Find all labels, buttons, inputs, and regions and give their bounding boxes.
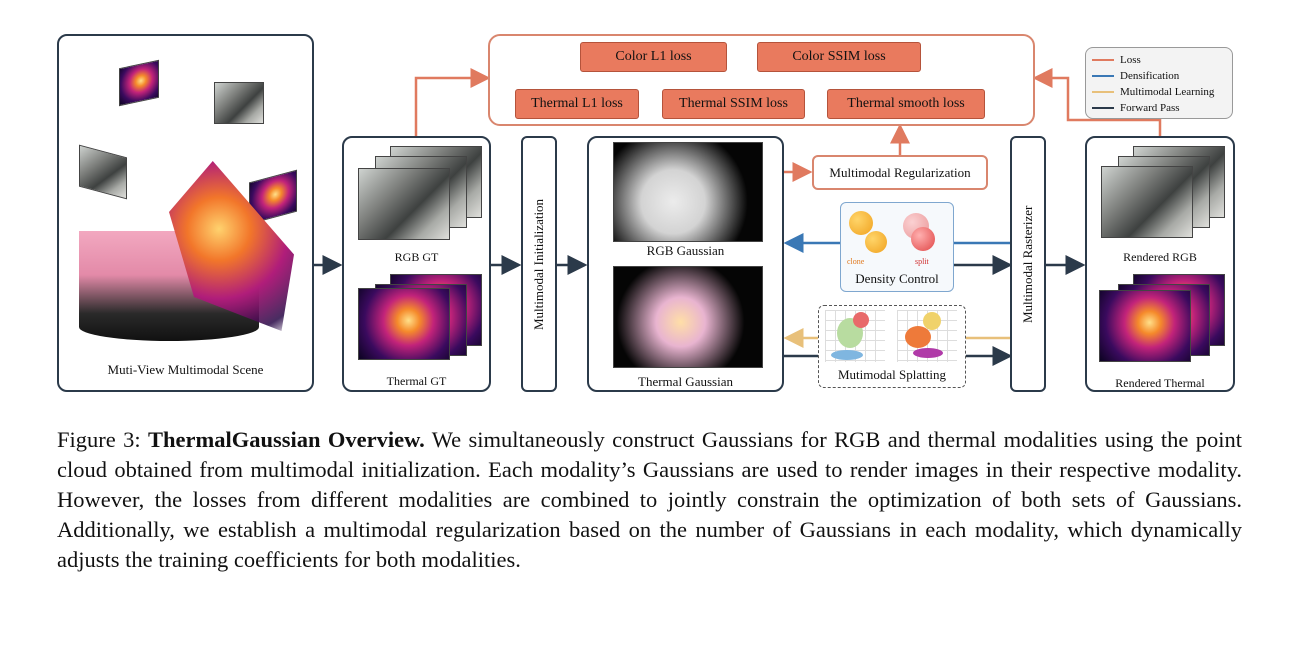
gaussian-ellipse-icon — [853, 312, 869, 328]
caption-prefix: Figure 3: — [57, 427, 148, 452]
gaussians-panel: RGB Gaussian Thermal Gaussian — [587, 136, 784, 392]
clone-label: clone — [847, 257, 865, 266]
legend: Loss Densification Multimodal Learning F… — [1085, 47, 1233, 119]
gaussian-ellipse-icon — [923, 312, 941, 330]
figure-caption: Figure 3: ThermalGaussian Overview. We s… — [57, 425, 1242, 575]
overview-figure: Muti-View Multimodal Scene RGB GT Therma… — [57, 34, 1235, 392]
rgb-gt-label: RGB GT — [394, 250, 439, 264]
multiview-scene-panel: Muti-View Multimodal Scene — [57, 34, 314, 392]
density-control-box: clone split Density Control — [840, 202, 954, 292]
multimodal-learning-arrow-icon — [1092, 91, 1114, 93]
rgb-gaussian-image — [613, 142, 763, 242]
split-label: split — [915, 257, 929, 266]
densification-arrow-icon — [1092, 75, 1114, 77]
legend-densification-label: Densification — [1120, 70, 1180, 82]
forward-pass-arrow-icon — [1092, 107, 1114, 109]
splatting-label: Mutimodal Splatting — [838, 367, 946, 382]
legend-multimodal-learning-label: Multimodal Learning — [1120, 86, 1215, 98]
loss-group: Color L1 loss Color SSIM loss Thermal L1… — [488, 34, 1035, 126]
rgb-gt-image — [358, 168, 450, 240]
view-thumbnail — [79, 144, 127, 200]
thermal-l1-loss: Thermal L1 loss — [515, 89, 639, 119]
multimodal-initialization-box: Multimodal Initialization — [521, 136, 557, 392]
thermal-gaussian-image — [613, 266, 763, 368]
rendered-panel: Rendered RGB Rendered Thermal — [1085, 136, 1235, 392]
splat-grid-right — [897, 310, 957, 362]
clone-gaussian-icon — [865, 231, 887, 253]
density-control-label: Density Control — [855, 271, 939, 286]
loss-arrow-icon — [1092, 59, 1114, 61]
rendered-thermal-image — [1099, 290, 1191, 362]
thermal-gaussian-label: Thermal Gaussian — [638, 374, 733, 389]
multimodal-rasterizer-box: Multimodal Rasterizer — [1010, 136, 1046, 392]
legend-item-forward-pass: Forward Pass — [1092, 102, 1180, 114]
rendered-thermal-label: Rendered Thermal — [1115, 376, 1205, 390]
multimodal-regularization-box: Multimodal Regularization — [812, 155, 988, 190]
splat-grid-left — [825, 310, 885, 362]
multimodal-rasterizer-label: Multimodal Rasterizer — [1020, 205, 1035, 323]
legend-item-multimodal-learning: Multimodal Learning — [1092, 86, 1214, 98]
view-thumbnail — [214, 82, 264, 124]
clone-gaussian-icon — [849, 211, 873, 235]
color-ssim-loss: Color SSIM loss — [757, 42, 921, 72]
rgb-gaussian-label: RGB Gaussian — [646, 243, 725, 258]
gaussian-ellipse-icon — [913, 348, 943, 358]
legend-loss-label: Loss — [1120, 54, 1141, 66]
legend-forward-pass-label: Forward Pass — [1120, 102, 1180, 114]
rendered-rgb-label: Rendered RGB — [1123, 250, 1197, 264]
multimodal-init-label: Multimodal Initialization — [531, 198, 546, 330]
thermal-smooth-loss: Thermal smooth loss — [827, 89, 985, 119]
gaussian-ellipse-icon — [905, 326, 931, 348]
thermal-gt-label: Thermal GT — [386, 374, 447, 388]
split-gaussian-icon — [911, 227, 935, 251]
legend-item-loss: Loss — [1092, 54, 1141, 66]
view-thumbnail — [119, 59, 159, 107]
thermal-ssim-loss: Thermal SSIM loss — [662, 89, 805, 119]
color-l1-loss: Color L1 loss — [580, 42, 727, 72]
caption-body: We simultaneously construct Gaussians fo… — [57, 427, 1243, 572]
thermal-gt-image — [358, 288, 450, 360]
splatting-box: Mutimodal Splatting — [818, 305, 966, 388]
legend-item-densification: Densification — [1092, 70, 1179, 82]
gaussian-ellipse-icon — [831, 350, 863, 360]
rendered-rgb-image — [1101, 166, 1193, 238]
caption-title: ThermalGaussian Overview. — [147, 427, 425, 452]
scene-label: Muti-View Multimodal Scene — [107, 362, 264, 377]
ground-truth-panel: RGB GT Thermal GT — [342, 136, 491, 392]
